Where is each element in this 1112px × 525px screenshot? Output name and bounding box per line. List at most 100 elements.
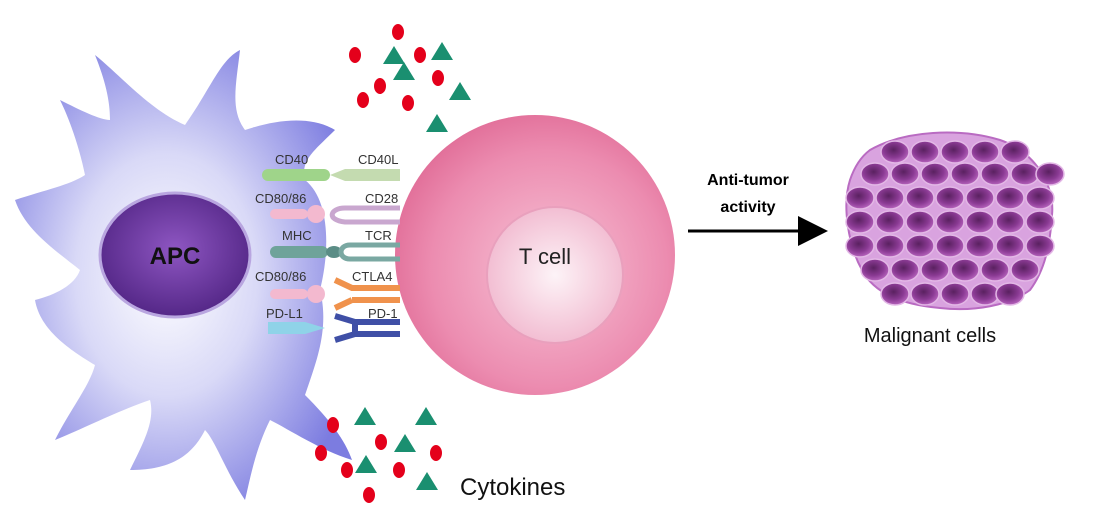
tumor-cell xyxy=(1025,234,1055,258)
tumor-cell xyxy=(995,210,1025,234)
malignant-cells-label: Malignant cells xyxy=(864,325,996,347)
tumor-cell xyxy=(935,210,965,234)
ligand-label-cd80-1: CD80/86 xyxy=(255,191,306,206)
pair-mhc-tcr: MHC TCR xyxy=(270,228,400,262)
receptor-label-cd40l: CD40L xyxy=(358,152,398,167)
cytokine-triangle xyxy=(393,62,415,80)
cytokine-triangle xyxy=(449,82,471,100)
cd80-head-1 xyxy=(307,205,325,223)
tumor-cell xyxy=(1035,162,1065,186)
receptor-label-pd1: PD-1 xyxy=(368,306,398,321)
cytokine-dot xyxy=(402,95,414,111)
tumor-cell xyxy=(1000,140,1030,164)
cd40-shape xyxy=(262,169,330,181)
tumor-cell xyxy=(1025,186,1055,210)
tumor-cell xyxy=(965,210,995,234)
cytokine-triangle xyxy=(394,434,416,452)
t-cell: T cell xyxy=(395,115,675,395)
arrow-label-line1: Anti-tumor xyxy=(707,172,789,189)
cytokine-triangle xyxy=(415,407,437,425)
cytokine-triangle xyxy=(426,114,448,132)
cytokine-dot xyxy=(374,78,386,94)
receptor-pairs: CD40 CD40L CD80/86 CD28 MHC TCR CD80/86 … xyxy=(255,152,400,343)
tumor-cell xyxy=(995,234,1025,258)
pair-cd80-cd28: CD80/86 CD28 xyxy=(255,191,400,225)
tumor-cell xyxy=(920,162,950,186)
cytokine-triangle xyxy=(416,472,438,490)
apc-cell: APC xyxy=(15,50,352,500)
cd40l-shape xyxy=(330,169,400,181)
cd80-shape-1 xyxy=(270,209,308,219)
cytokine-dot xyxy=(357,92,369,108)
pair-cd80-ctla4: CD80/86 CTLA4 xyxy=(255,269,400,311)
tumor-cell xyxy=(845,186,875,210)
tumor-cell xyxy=(905,210,935,234)
apc-label: APC xyxy=(150,243,201,270)
tumor-cell xyxy=(980,162,1010,186)
tumor-cell xyxy=(905,234,935,258)
tumor-cell xyxy=(1025,210,1055,234)
cd80-shape-2 xyxy=(270,289,308,299)
tumor-cell xyxy=(880,282,910,306)
cytokine-dot xyxy=(430,445,442,461)
tumor-cell xyxy=(940,140,970,164)
tumor-cell xyxy=(965,186,995,210)
mhc-shape xyxy=(270,246,328,258)
cd28-shape xyxy=(329,205,400,225)
cytokine-dot xyxy=(432,70,444,86)
tumor-cell xyxy=(875,234,905,258)
tumor-cell-group xyxy=(845,140,1065,306)
tumor-cell xyxy=(875,186,905,210)
tumor-cell xyxy=(910,282,940,306)
cytokine-triangle xyxy=(383,46,405,64)
tumor-cell xyxy=(995,282,1025,306)
cytokine-cluster-bottom xyxy=(315,407,442,503)
tumor-cell xyxy=(860,258,890,282)
tumor-cell xyxy=(995,186,1025,210)
tumor-cell xyxy=(890,258,920,282)
pd1-shape xyxy=(334,313,400,343)
pair-cd40-cd40l: CD40 CD40L xyxy=(262,152,400,181)
tumor-cell xyxy=(845,210,875,234)
tumor-cell xyxy=(980,258,1010,282)
cytokine-dot xyxy=(315,445,327,461)
tumor-cell xyxy=(905,186,935,210)
tumor-cell xyxy=(970,282,1000,306)
cytokine-dot xyxy=(349,47,361,63)
ctla4-shape xyxy=(333,277,400,311)
pair-pdl1-pd1: PD-L1 PD-1 xyxy=(266,306,400,343)
cytokine-dot xyxy=(392,24,404,40)
tumor-cell xyxy=(1010,258,1040,282)
tumor-cell xyxy=(890,162,920,186)
cytokine-dot xyxy=(341,462,353,478)
pdl1-shape xyxy=(268,322,325,334)
tumor-cell xyxy=(965,234,995,258)
cytokine-dot xyxy=(327,417,339,433)
cytokines: Cytokines xyxy=(315,24,565,503)
cytokine-triangle xyxy=(431,42,453,60)
ligand-label-cd40: CD40 xyxy=(275,152,308,167)
cytokine-dot xyxy=(375,434,387,450)
receptor-label-tcr: TCR xyxy=(365,228,392,243)
mhc-peptide xyxy=(326,246,342,258)
tumor-cell xyxy=(935,234,965,258)
tcr-shape xyxy=(338,242,400,262)
cytokine-dot xyxy=(393,462,405,478)
cytokine-triangle xyxy=(355,455,377,473)
tumor-cell xyxy=(860,162,890,186)
receptor-label-cd28: CD28 xyxy=(365,191,398,206)
cytokine-triangle xyxy=(354,407,376,425)
ligand-label-pdl1: PD-L1 xyxy=(266,306,303,321)
tumor-cell xyxy=(910,140,940,164)
ligand-label-mhc: MHC xyxy=(282,228,312,243)
malignant-cells: Malignant cells xyxy=(845,131,1065,347)
t-cell-label: T cell xyxy=(519,244,571,269)
tumor-cell xyxy=(950,162,980,186)
cd80-head-2 xyxy=(307,285,325,303)
anti-tumor-arrow: Anti-tumor activity xyxy=(688,172,828,246)
tumor-cell xyxy=(940,282,970,306)
arrow-label-line2: activity xyxy=(720,199,775,216)
cytokine-dot xyxy=(363,487,375,503)
tumor-cell xyxy=(845,234,875,258)
